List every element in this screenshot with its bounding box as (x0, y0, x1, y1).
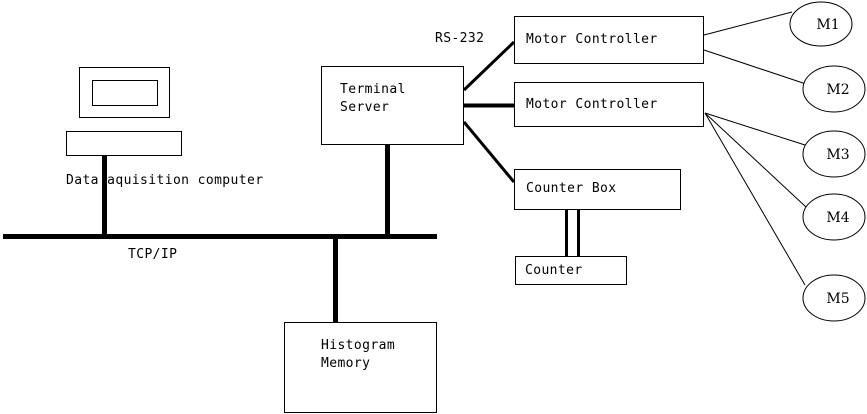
link-motor-controller-2-to-m3 (704, 112, 806, 146)
motor-controller-2-label: Motor Controller (526, 97, 658, 112)
computer-caption-label: Data aquisition computer (66, 173, 264, 188)
counter-label: Counter (525, 263, 583, 278)
tcpip-bus-label: TCP/IP (128, 247, 178, 262)
monitor-screen (92, 80, 158, 106)
counter-box[interactable]: Counter Box (514, 169, 681, 210)
link-motor-controller-1-to-m2 (703, 49, 807, 85)
counter-box-readout[interactable]: Counter (515, 256, 627, 285)
link-terminal-server-to-counter-box (462, 121, 516, 183)
motor-controller-1-box[interactable]: Motor Controller (514, 16, 704, 64)
motor-controller-2-box[interactable]: Motor Controller (514, 82, 704, 127)
terminal-server-label-line1: Terminal (340, 82, 406, 97)
counter-box-label: Counter Box (526, 181, 617, 196)
link-terminal-server-to-motor-controller-1 (462, 40, 516, 92)
motor-ellipse-m3[interactable] (802, 130, 866, 178)
motor-ellipse-m2[interactable] (802, 65, 866, 113)
histogram-memory-box[interactable]: Histogram Memory (284, 322, 437, 413)
motor-ellipse-m1[interactable] (789, 1, 853, 47)
motor-ellipse-m5[interactable] (802, 274, 866, 322)
motor-label-m1: M1 (816, 17, 839, 33)
link-motor-controller-1-to-m1 (703, 11, 793, 36)
computer-base-unit[interactable] (66, 131, 182, 156)
motor-label-m3: M3 (826, 147, 849, 163)
motor-ellipse-m4[interactable] (802, 193, 866, 241)
motor-label-m5: M5 (826, 291, 849, 307)
rs232-link-label: RS-232 (435, 31, 485, 46)
terminal-server-box[interactable]: Terminal Server (321, 66, 464, 145)
terminal-server-label-line2: Server (340, 100, 390, 115)
histogram-memory-label-line2: Memory (321, 356, 371, 371)
link-motor-controller-2-to-m5 (704, 112, 806, 286)
motor-controller-1-label: Motor Controller (526, 32, 658, 47)
histogram-memory-label-line1: Histogram (321, 338, 396, 353)
motor-label-m2: M2 (826, 82, 849, 98)
motor-label-m4: M4 (826, 210, 849, 226)
link-motor-controller-2-to-m4 (704, 112, 807, 208)
